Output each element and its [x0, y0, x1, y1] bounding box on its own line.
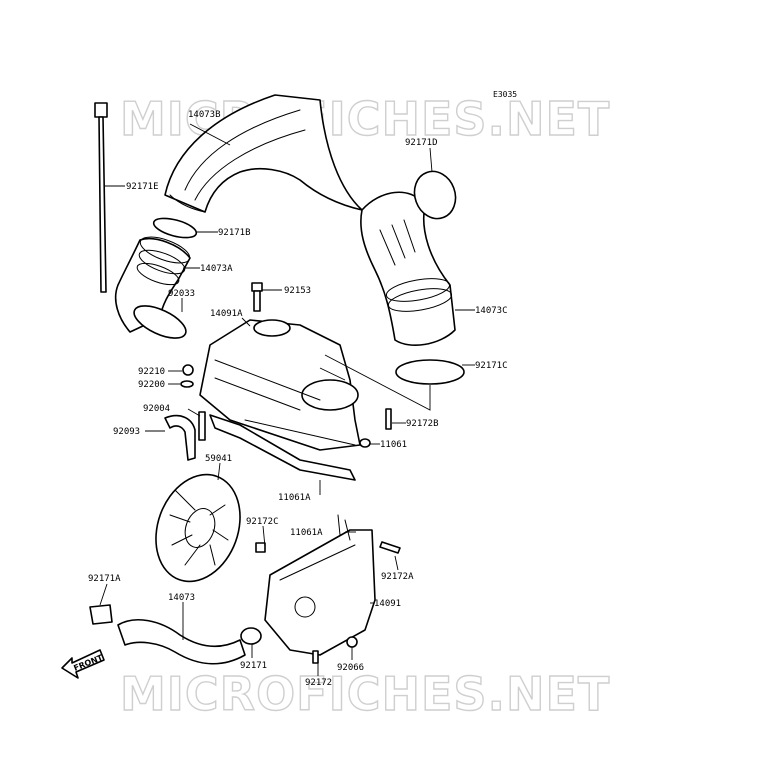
- part-92171C-clamp: [395, 359, 465, 385]
- part-92171-clamp: [240, 627, 262, 645]
- label-92153: 92153: [284, 286, 311, 296]
- label-92033: 92033: [168, 289, 195, 299]
- label-92171B: 92171B: [218, 228, 251, 238]
- label-92066: 92066: [337, 663, 364, 673]
- part-92210-nut: [182, 364, 194, 376]
- part-92172B-screw: [385, 408, 392, 430]
- assembly-bracket: [319, 354, 431, 411]
- label-92171E: 92171E: [126, 182, 159, 192]
- front-arrow: FRONT: [61, 649, 105, 679]
- part-92171E-cable-tie: [94, 102, 108, 293]
- watermark-bottom: MICROFICHES.NET: [120, 667, 610, 721]
- part-92200-washer: [180, 380, 194, 388]
- label-92172B: 92172B: [406, 419, 439, 429]
- label-92172C: 92172C: [246, 517, 279, 527]
- label-92172A: 92172A: [381, 572, 414, 582]
- part-92153-bolt: [251, 282, 263, 312]
- part-14091A-cover: [199, 319, 361, 451]
- label-92210: 92210: [138, 367, 165, 377]
- part-92004-stud: [198, 411, 206, 441]
- part-92172A-screw: [379, 541, 401, 554]
- label-11061A-upper: 11061A: [278, 493, 311, 503]
- label-11061: 11061: [380, 440, 407, 450]
- label-92171: 92171: [240, 661, 267, 671]
- part-92171A-clamp: [89, 604, 113, 625]
- label-92171C: 92171C: [475, 361, 508, 371]
- label-92200: 92200: [138, 380, 165, 390]
- part-92093-seal: [164, 414, 196, 461]
- label-92004: 92004: [143, 404, 170, 414]
- part-92172C-bolt: [255, 542, 266, 553]
- label-14073A: 14073A: [200, 264, 233, 274]
- part-14073B-upper-duct: [164, 94, 363, 213]
- reference-code: E3035: [493, 90, 517, 99]
- part-labels: 14073B 92171D 92171E 92171B 14073A 92153…: [88, 110, 508, 688]
- label-14091A: 14091A: [210, 309, 243, 319]
- part-92033-clamp: [133, 305, 187, 339]
- label-59041: 59041: [205, 454, 232, 464]
- part-14091-shroud: [264, 514, 376, 656]
- label-92172: 92172: [305, 678, 332, 688]
- part-11061A-gasket: [209, 414, 356, 481]
- part-92172-screw: [312, 650, 319, 664]
- label-92093: 92093: [113, 427, 140, 437]
- part-59041-fan: [155, 473, 241, 583]
- label-14073: 14073: [168, 593, 195, 603]
- label-11061A-lower: 11061A: [290, 528, 323, 538]
- leader-lines: [99, 123, 475, 676]
- label-14073B: 14073B: [188, 110, 221, 120]
- part-14073-hose: [117, 619, 246, 665]
- part-92066-plug: [346, 636, 358, 648]
- label-92171A: 92171A: [88, 574, 121, 584]
- label-14091: 14091: [374, 599, 401, 609]
- part-11061-seal: [359, 438, 371, 448]
- label-92171D: 92171D: [405, 138, 438, 148]
- part-92171D-clamp: [413, 170, 457, 220]
- part-92171B-ring: [152, 217, 198, 239]
- label-14073C: 14073C: [475, 306, 508, 316]
